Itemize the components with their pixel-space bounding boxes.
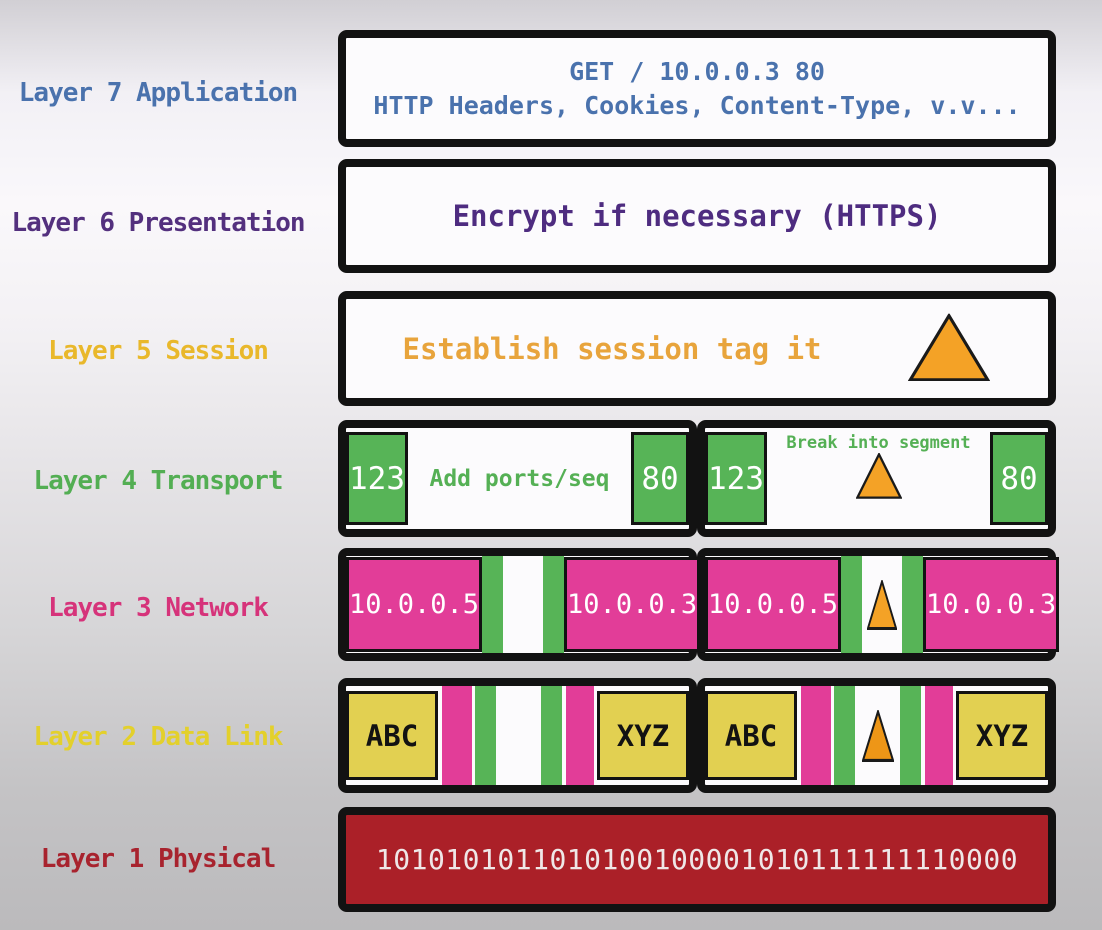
l4-header-stripe: [841, 556, 863, 653]
dst-mac-box: XYZ: [956, 691, 1048, 780]
l5-text: Establish session tag it: [402, 331, 822, 366]
l4-header-stripe: [902, 556, 924, 653]
layer3-label: Layer 3 Network: [48, 593, 269, 623]
payload-gap: [500, 686, 538, 785]
dst-ip-box: 10.0.0.3: [564, 557, 701, 652]
l4-note-right: Break into segment: [786, 433, 971, 453]
l7-headers-line: HTTP Headers, Cookies, Content-Type, v.v…: [373, 90, 1021, 120]
layer6-label: Layer 6 Presentation: [11, 208, 305, 238]
layer2-label: Layer 2 Data Link: [33, 722, 283, 752]
l6-text: Encrypt if necessary (HTTPS): [452, 199, 942, 233]
l3-packet-2: 10.0.0.5 10.0.0.3: [697, 548, 1060, 661]
l4-note-left: Add ports/seq: [429, 465, 610, 492]
l3-packet-1: 10.0.0.5 10.0.0.3: [338, 548, 701, 661]
l4-header-stripe: [482, 556, 504, 653]
layer4-row: 123 Add ports/seq 80 123 Break into segm…: [338, 420, 1056, 537]
src-port-box: 123: [705, 432, 767, 525]
bits-text: 1010101011010100100001010111111110000: [375, 843, 1019, 876]
src-ip-box: 10.0.0.5: [346, 557, 483, 652]
dst-port-box: 80: [990, 432, 1048, 525]
l4-header-stripe: [541, 686, 562, 785]
layer5-box: Establish session tag it: [338, 291, 1056, 406]
l3-header-stripe: [924, 686, 953, 785]
l4-segment-2: 123 Break into segment 80: [697, 420, 1056, 537]
l7-request-line: GET / 10.0.0.3 80: [569, 56, 825, 86]
dst-mac-box: XYZ: [597, 691, 689, 780]
layer1-label: Layer 1 Physical: [40, 844, 276, 874]
dst-ip-box: 10.0.0.3: [923, 557, 1060, 652]
layer1-box: 1010101011010100100001010111111110000: [338, 807, 1056, 912]
l3-header-stripe: [565, 686, 594, 785]
frame-triangle-icon: [861, 709, 894, 762]
l3-header-stripe: [800, 686, 831, 785]
src-ip-box: 10.0.0.5: [705, 557, 842, 652]
payload-gap: [503, 556, 543, 653]
layer5-label: Layer 5 Session: [48, 336, 269, 366]
l3-header-stripe: [441, 686, 472, 785]
layer7-box: GET / 10.0.0.3 80 HTTP Headers, Cookies,…: [338, 30, 1056, 147]
src-port-box: 123: [346, 432, 408, 525]
packet-triangle-icon: [867, 579, 898, 630]
layer6-box: Encrypt if necessary (HTTPS): [338, 159, 1056, 273]
layer2-row: ABC XYZ ABC XYZ: [338, 678, 1056, 793]
layer4-label: Layer 4 Transport: [33, 466, 283, 496]
src-mac-box: ABC: [346, 691, 438, 780]
dst-port-box: 80: [631, 432, 689, 525]
src-mac-box: ABC: [705, 691, 797, 780]
layer3-row: 10.0.0.5 10.0.0.3 10.0.0.5 10.0.0.3: [338, 548, 1060, 661]
l4-header-stripe: [834, 686, 855, 785]
segment-triangle-icon: [855, 453, 902, 499]
layer7-label: Layer 7 Application: [18, 78, 298, 108]
session-triangle-icon: [908, 313, 990, 381]
l4-header-stripe: [475, 686, 496, 785]
l2-frame-2: ABC XYZ: [697, 678, 1056, 793]
l4-header-stripe: [900, 686, 921, 785]
l4-segment-1: 123 Add ports/seq 80: [338, 420, 697, 537]
l4-header-stripe: [543, 556, 565, 653]
l2-frame-1: ABC XYZ: [338, 678, 697, 793]
